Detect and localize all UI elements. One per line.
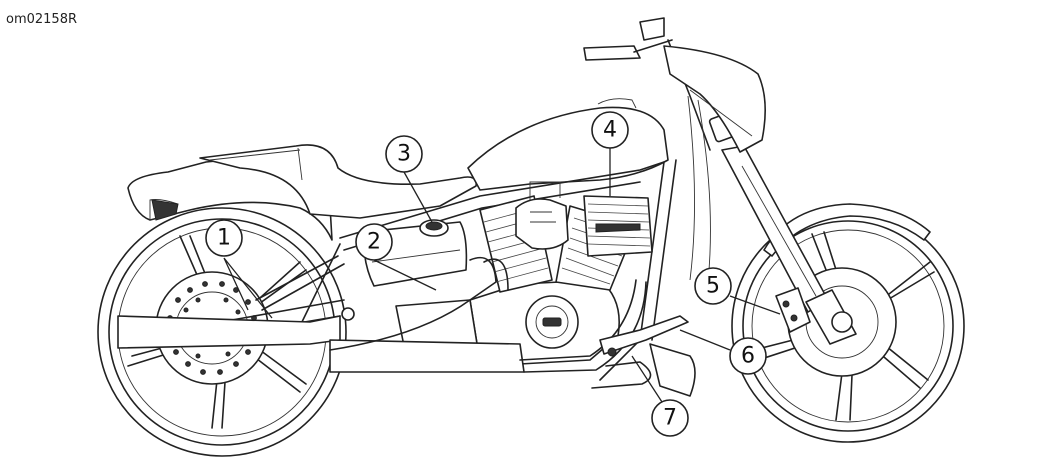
callout-7: 7 (631, 355, 689, 437)
callout-6: 6 (679, 329, 767, 375)
callout-2: 2 (355, 223, 437, 291)
rear-shock (255, 255, 355, 321)
callout-1: 1 (205, 219, 273, 319)
callout-label-2: 2 (367, 230, 381, 255)
exhaust (117, 256, 647, 373)
seat (199, 144, 477, 219)
callout-label-3: 3 (397, 142, 411, 167)
cables (687, 95, 711, 283)
fairing (663, 45, 766, 153)
air-cleaner (583, 195, 653, 257)
callout-label-5: 5 (706, 274, 720, 299)
callout-label-1: 1 (217, 226, 231, 251)
front-brake-caliper (775, 287, 811, 333)
callout-label-4: 4 (603, 118, 617, 143)
handlebar (583, 17, 711, 151)
foot-controls (591, 315, 696, 397)
callout-5: 5 (694, 267, 781, 315)
callout-4: 4 (591, 111, 629, 196)
rear-fender (127, 159, 333, 241)
callout-label-7: 7 (663, 406, 677, 431)
callout-3: 3 (385, 135, 433, 223)
front-fender (763, 203, 931, 257)
callout-label-6: 6 (741, 344, 755, 369)
fuel-tank (467, 98, 669, 191)
figure-reference-id: om02158R (6, 12, 78, 27)
